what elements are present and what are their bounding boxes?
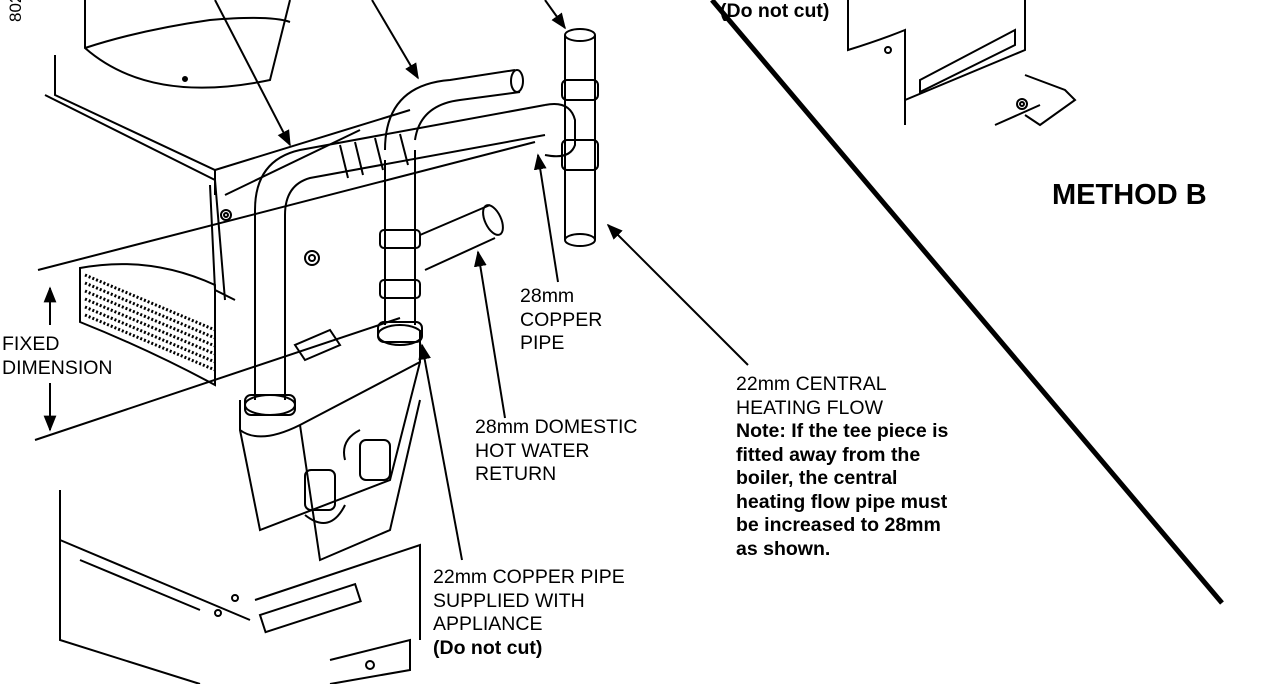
top-note-text: (Do not cut) (720, 0, 830, 22)
method-divider-line (710, 0, 1224, 605)
ch-note-line-1: Note: If the tee piece is (736, 420, 949, 442)
method-a-partial-illustration (847, 0, 1077, 127)
copper-22-note: (Do not cut) (433, 636, 543, 659)
fixed-dimension-line-1: FIXED (2, 333, 60, 355)
flue-collar (84, 0, 291, 89)
ch-note-line-5: be increased to 28mm (736, 514, 941, 536)
top-note-label: (Do not cut) (720, 0, 829, 24)
copper-28-line-1: 28mm (520, 285, 575, 307)
copper-28-line-2: COPPER (520, 308, 603, 331)
boiler-case-top (44, 55, 411, 301)
dhw-return-label: 28mm DOMESTIC HOT WATER RETURN (475, 416, 638, 487)
document-number: 8026 (6, 0, 25, 22)
ch-flow-line-2: HEATING FLOW (736, 396, 883, 419)
ch-note-line-4: heating flow pipe must (736, 490, 948, 513)
heat-exchanger (79, 263, 216, 387)
copper-28-line-3: PIPE (520, 332, 565, 354)
ch-flow-label: 22mm CENTRAL HEATING FLOW Note: If the t… (736, 373, 948, 561)
ch-flow-line-1: 22mm CENTRAL (736, 373, 887, 395)
pipework (244, 28, 599, 416)
ch-note-line-6: as shown. (736, 537, 831, 560)
dhw-return-line-1: 28mm DOMESTIC (475, 416, 638, 438)
copper-28-label: 28mm COPPER PIPE (520, 285, 602, 356)
copper-22-label: 22mm COPPER PIPE SUPPLIED WITH APPLIANCE… (433, 566, 625, 660)
dhw-return-line-3: RETURN (475, 463, 557, 485)
fixed-dimension-label: FIXED DIMENSION (2, 333, 113, 380)
fixed-dimension-line-2: DIMENSION (2, 356, 113, 379)
copper-22-line-1: 22mm COPPER PIPE (433, 566, 625, 588)
ch-note-line-3: boiler, the central (736, 467, 898, 489)
copper-22-line-3: APPLIANCE (433, 613, 543, 635)
method-title: METHOD B (1052, 179, 1207, 211)
ch-note-line-2: fitted away from the (736, 443, 921, 466)
boiler-lower-body (59, 328, 421, 684)
dhw-return-line-2: HOT WATER (475, 439, 590, 462)
copper-22-line-2: SUPPLIED WITH (433, 589, 585, 612)
leader-arrows (214, 0, 749, 561)
